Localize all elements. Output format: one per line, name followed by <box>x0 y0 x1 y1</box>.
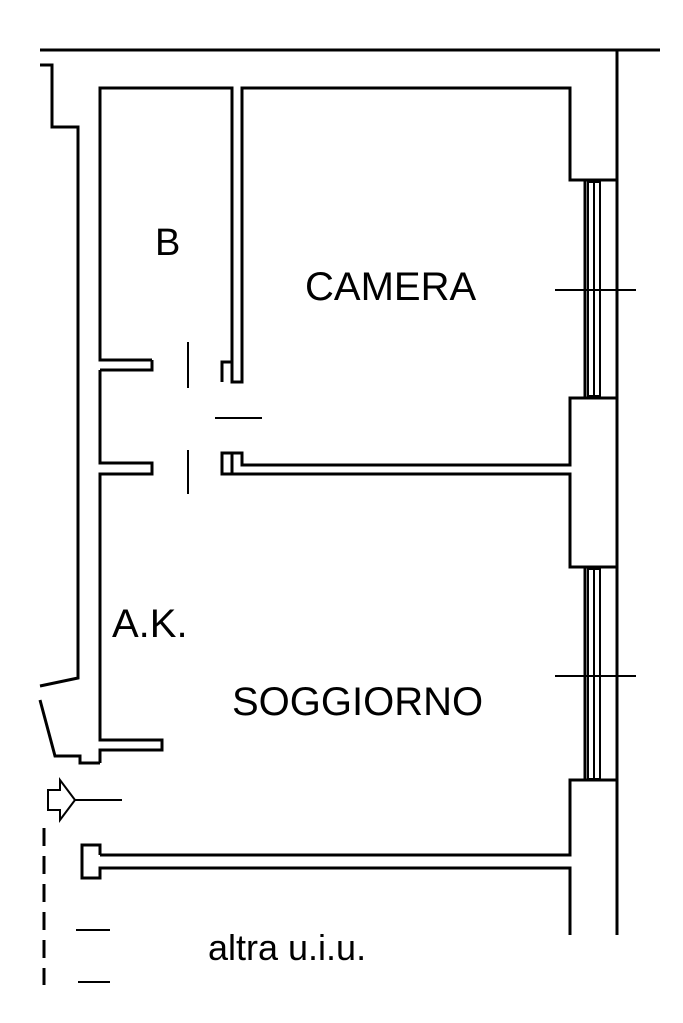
room-label-living-room: SOGGIORNO <box>232 680 483 724</box>
window-living-room <box>555 568 636 780</box>
room-label-kitchen: A.K. <box>112 602 188 646</box>
bathroom-walls <box>98 86 587 857</box>
facade-segments <box>570 178 617 782</box>
door-markers <box>187 342 262 494</box>
lower-wall <box>80 843 572 935</box>
entrance-arrow-icon <box>47 777 122 823</box>
window-bedroom <box>555 181 636 397</box>
building-outline <box>38 48 660 935</box>
room-label-bedroom: CAMERA <box>305 265 476 309</box>
stair-marks <box>42 828 110 985</box>
room-label-bathroom: B <box>155 222 180 264</box>
room-label-other-unit: altra u.i.u. <box>208 927 366 968</box>
